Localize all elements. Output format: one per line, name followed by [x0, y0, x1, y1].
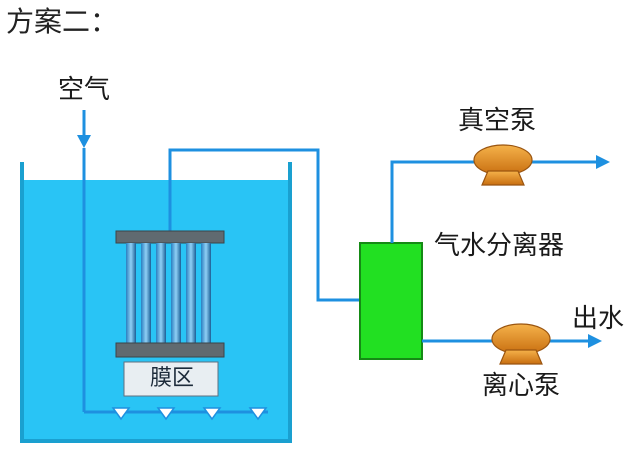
centrifugal-pump	[491, 323, 551, 365]
membrane-zone-label: 膜区	[149, 366, 194, 391]
membrane-tube	[126, 243, 136, 343]
suction-pipe	[168, 148, 360, 302]
aerator	[156, 407, 176, 421]
aerator	[202, 407, 222, 421]
air-label: 空气	[58, 75, 111, 105]
membrane-tube	[156, 243, 166, 343]
membrane-tubes	[126, 243, 211, 343]
gas-water-separator	[359, 242, 423, 360]
vacuum-pump	[473, 144, 533, 186]
membrane-tube	[141, 243, 151, 343]
membrane-tube	[201, 243, 211, 343]
aerator	[248, 407, 268, 421]
diagram-title: 方案二：	[6, 5, 119, 38]
membrane-tube	[171, 243, 181, 343]
air-arrowhead	[77, 135, 91, 148]
membrane-bottom-header	[115, 342, 225, 358]
separator-label: 气水分离器	[434, 231, 565, 261]
aerators	[111, 407, 268, 421]
vacuum-arrowhead	[596, 155, 610, 169]
membrane-tube	[186, 243, 196, 343]
membrane-zone-box	[123, 361, 219, 397]
vacuum-pump-label: 真空泵	[458, 106, 537, 136]
aerator	[111, 407, 131, 421]
outlet-arrowhead	[588, 334, 602, 348]
tank-walls	[20, 162, 292, 443]
centrifugal-pump-label: 离心泵	[482, 371, 561, 401]
membrane-top-header	[115, 230, 225, 244]
outlet-water-label: 出水	[572, 304, 625, 334]
membrane-module	[115, 230, 225, 397]
